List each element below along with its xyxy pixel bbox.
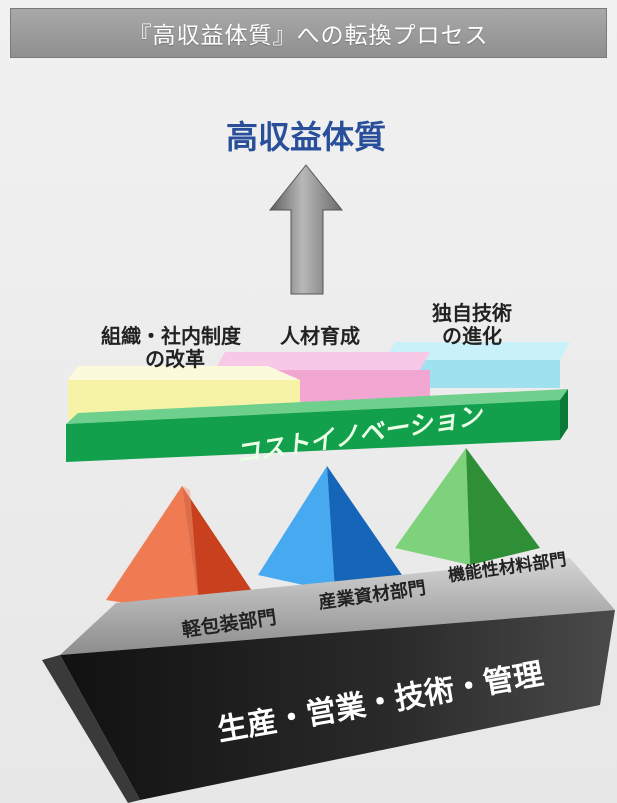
goal-label: 高収益体質	[226, 118, 386, 156]
up-arrow-icon	[268, 164, 344, 295]
title-text: 『高収益体質』への転換プロセス	[128, 23, 489, 49]
pillar-label-technology-1: 独自技術	[432, 301, 512, 325]
pyramid-functional-materials	[395, 448, 540, 565]
title-banner: 『高収益体質』への転換プロセス	[10, 8, 607, 58]
pyramid-light-packaging	[106, 486, 258, 615]
pillar-label-organization-1: 組織・社内制度	[101, 324, 242, 348]
foundation-base	[42, 558, 615, 803]
pillar-label-organization-2: の改革	[145, 347, 205, 371]
innovation-bar	[66, 389, 568, 462]
pillar-label-hr: 人材育成	[280, 324, 360, 348]
pyramid-industrial-materials	[258, 466, 402, 592]
pillar-label-technology-2: の進化	[442, 324, 502, 348]
